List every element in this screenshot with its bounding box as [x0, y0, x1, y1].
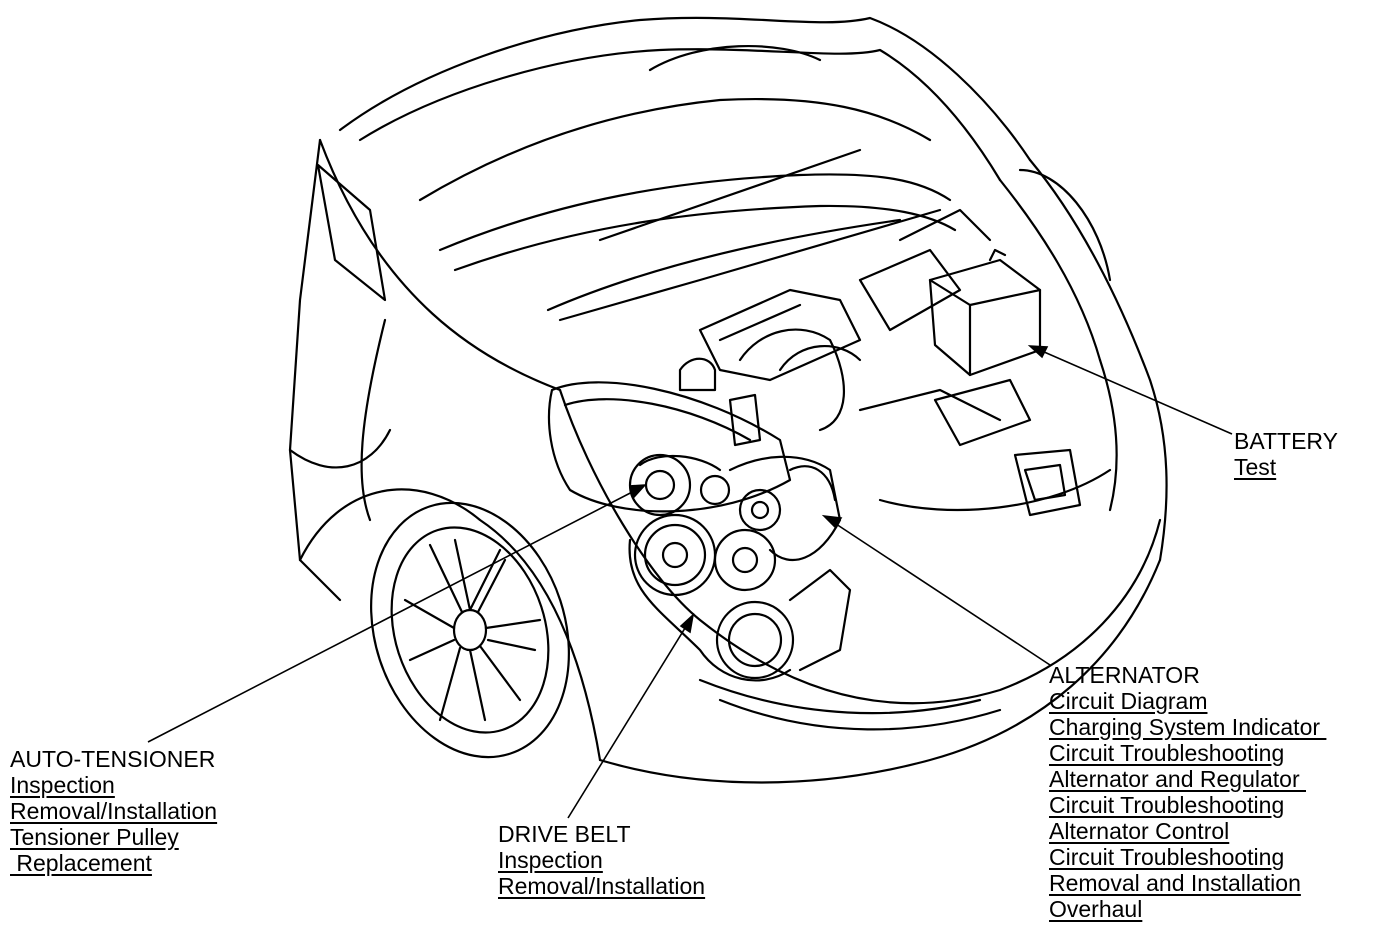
alternator-regulator-troubleshooting-link[interactable]: Circuit Troubleshooting	[1049, 792, 1285, 818]
auto-tensioner-callout: AUTO-TENSIONER Inspection Removal/Instal…	[10, 746, 217, 876]
alternator-charging-indicator-link[interactable]: Charging System Indicator	[1049, 714, 1327, 740]
alternator-title: ALTERNATOR	[1049, 662, 1200, 688]
auto-tensioner-inspection-link[interactable]: Inspection	[10, 772, 115, 798]
battery-arrowhead	[1027, 345, 1049, 359]
auto-tensioner-title: AUTO-TENSIONER	[10, 746, 216, 772]
headlight	[547, 381, 792, 513]
battery-leader-line	[1034, 347, 1233, 435]
drive-belt-title: DRIVE BELT	[498, 821, 631, 847]
battery	[928, 248, 1042, 447]
auto-tensioner-removal-link[interactable]: Removal/Installation	[10, 798, 218, 824]
alternator-overhaul-link[interactable]: Overhaul	[1049, 896, 1143, 922]
tensioner-pulley-link[interactable]: Tensioner Pulley	[10, 824, 179, 850]
car-body	[288, 138, 1168, 784]
battery-callout: BATTERY Test	[1234, 428, 1338, 480]
drive-belt-inspection-link[interactable]: Inspection	[498, 847, 603, 873]
alternator-leader-line	[829, 519, 1051, 666]
drivebelt-leader-line	[567, 619, 691, 819]
alternator-removal-installation-link[interactable]: Removal and Installation	[1049, 870, 1301, 896]
battery-test-link[interactable]: Test	[1234, 454, 1277, 480]
front-wheel	[370, 501, 570, 759]
alternator-callout: ALTERNATOR Circuit Diagram Charging Syst…	[1049, 662, 1326, 922]
battery-title: BATTERY	[1234, 428, 1338, 454]
alternator-charging-troubleshooting-link[interactable]: Circuit Troubleshooting	[1049, 740, 1285, 766]
alternator-control-troubleshooting-link[interactable]: Circuit Troubleshooting	[1049, 844, 1285, 870]
tensioner-pulley-replacement-link[interactable]: Replacement	[10, 850, 152, 876]
belt-and-pulleys	[628, 453, 852, 682]
hood	[338, 16, 1032, 322]
alternator-control-link[interactable]: Alternator Control	[1049, 818, 1230, 844]
tensioner-leader-line	[147, 487, 641, 743]
drivebelt-arrowhead	[679, 612, 695, 634]
drive-belt-callout: DRIVE BELT Inspection Removal/Installati…	[498, 821, 705, 899]
engine	[678, 208, 1002, 447]
alternator-regulator-link[interactable]: Alternator and Regulator	[1049, 766, 1306, 792]
alternator-circuit-diagram-link[interactable]: Circuit Diagram	[1049, 688, 1208, 714]
tensioner-arrowhead	[628, 484, 647, 499]
alternator-arrowhead	[821, 514, 843, 529]
drive-belt-removal-link[interactable]: Removal/Installation	[498, 873, 706, 899]
